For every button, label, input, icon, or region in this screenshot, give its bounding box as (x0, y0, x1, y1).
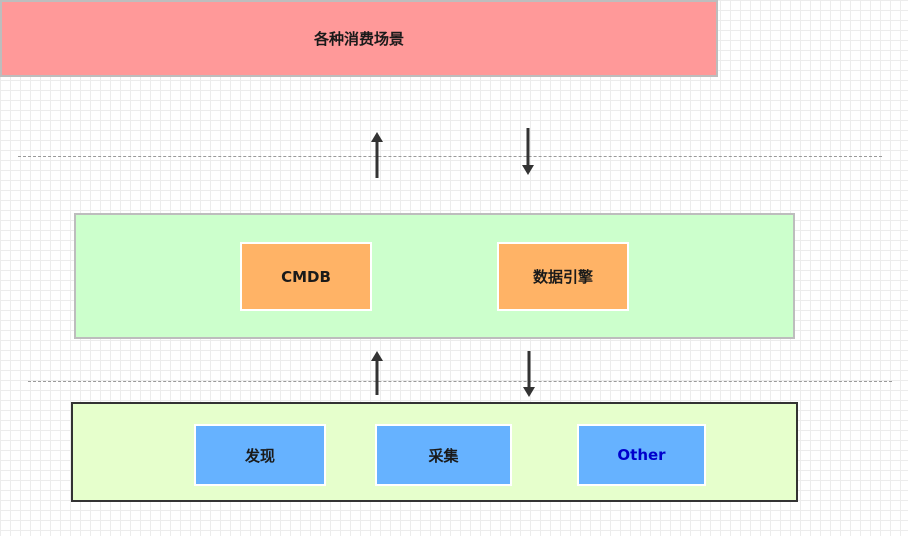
data-engine-label: 数据引擎 (532, 268, 593, 286)
discovery-label: 发现 (244, 446, 275, 465)
consumer-scenarios-layer: 各种消费场景 (0, 0, 718, 77)
other-label: Other (617, 446, 666, 464)
core-layer (74, 213, 795, 339)
cmdb-box: CMDB (240, 242, 372, 311)
collect-box: 采集 (375, 424, 512, 486)
data-engine-box: 数据引擎 (497, 242, 629, 311)
other-box: Other (577, 424, 706, 486)
collect-label: 采集 (428, 446, 459, 465)
separator-line-lower (28, 381, 892, 382)
discovery-box: 发现 (194, 424, 326, 486)
consumer-scenarios-label: 各种消费场景 (313, 30, 404, 48)
cmdb-label: CMDB (281, 267, 331, 286)
separator-line-upper (18, 156, 882, 157)
